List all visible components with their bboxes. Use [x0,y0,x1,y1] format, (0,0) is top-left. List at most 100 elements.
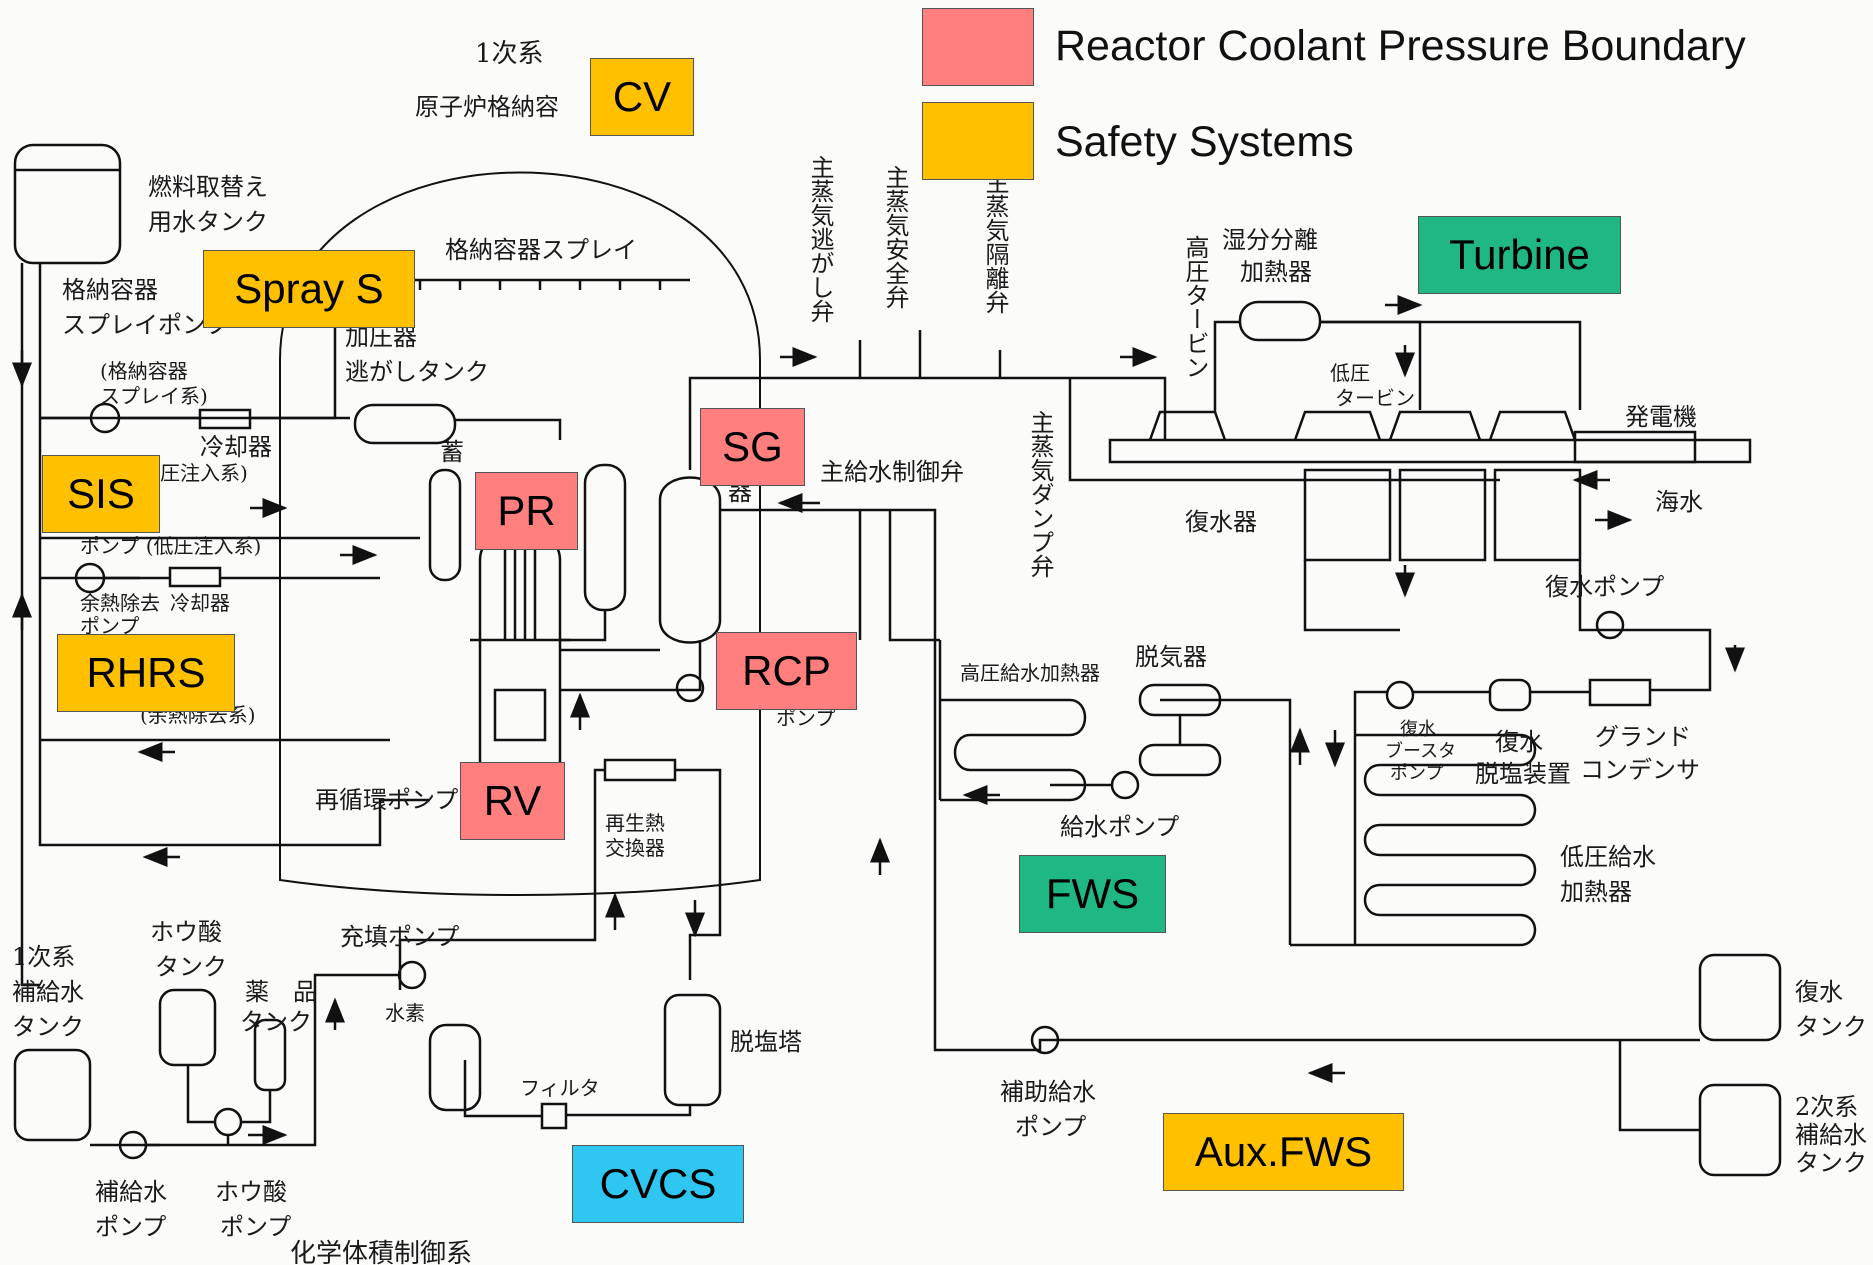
pr-relief-tank [353,403,457,445]
lp-turbine-3 [1488,410,1577,441]
label-containment: 原子炉格納容 [415,93,559,121]
label-pri-makeup-1: 1次系 [12,943,75,971]
condensate-demineralizer [1488,678,1532,712]
label-booster-1: 復水 [1400,719,1436,740]
filter [540,1102,568,1130]
label-ms-dump: 主蒸気ダンプ弁 [1026,410,1054,578]
label-lp-turbine-2: タービン [1335,386,1415,410]
condenser-1 [1303,468,1392,562]
pressurizer [583,463,627,612]
label-regen-hx-1: 再生熱 [605,811,665,835]
label-rhr-pump-1: 余熱除去 [80,591,160,615]
badge-auxfws: Aux.FWS [1163,1113,1404,1191]
feedwater-pump [1110,770,1140,800]
label-demin-1: 復水 [1495,728,1543,756]
secondary-makeup-tank [1698,1083,1782,1177]
label-makeup-pump-1: 補給水 [95,1178,167,1206]
primary-makeup-tank [13,1048,92,1142]
moisture-separator [1238,300,1322,342]
badge-pr: PR [475,472,578,550]
label-boric-pump-1: ホウ酸 [215,1178,287,1206]
label-booster-2: ブースタ [1385,740,1456,762]
label-booster-3: ポンプ [1390,763,1443,784]
label-demin-tower: 脱塩塔 [730,1028,802,1056]
label-cooler-2: 冷却器 [170,591,230,615]
label-hydrogen: 水素 [385,1001,425,1025]
label-generator: 発電機 [1625,403,1697,431]
label-cond-pump: 復水ポンプ [1545,573,1664,601]
label-lp-fw-heater-1: 低圧給水 [1560,843,1656,871]
label-cs-pump-1: 格納容器 [62,276,158,304]
label-hp-turbine: 高圧タービン [1181,235,1209,379]
label-sec-makeup-1: 2次系 [1795,1093,1858,1121]
label-makeup-pump-2: ポンプ [95,1213,166,1241]
label-ms-safety: 主蒸気安全弁 [881,165,909,309]
label-hp-fw-heater: 高圧給水加熱器 [960,661,1100,685]
charging-pump [397,960,427,990]
label-chem-tank-1: 薬 品 [245,978,317,1006]
label-chem-tank-2: タンク [240,1008,312,1036]
label-boric-tank-1: ホウ酸 [150,918,222,946]
badge-sis: SIS [42,455,160,533]
badge-cv: CV [590,58,694,136]
label-accum: 蓄 [440,438,464,466]
label-boric-pump-2: ポンプ [220,1213,291,1241]
label-recirc-pump: 再循環ポンプ [315,786,458,814]
badge-rv: RV [460,762,565,840]
label-rcp-partial: ポンプ [776,706,835,730]
label-demin-2: 脱塩装置 [1475,760,1571,788]
hp-turbine [1148,410,1227,441]
label-ms-relief: 主蒸気逃がし弁 [806,155,834,323]
label-cvcs-title: 化学体積制御系 [290,1239,472,1265]
badge-sg: SG [700,408,805,486]
badge-rhrs: RHRS [57,634,235,712]
label-gland-1: グランド [1595,723,1691,751]
label-gland-2: コンデンサ [1580,756,1700,784]
condenser-3 [1493,468,1582,562]
lp-turbine-2 [1388,410,1482,441]
label-seawater: 海水 [1655,488,1703,516]
lp-turbine-1 [1293,410,1382,441]
badge-turbine: Turbine [1418,216,1621,294]
legend-swatch-safety [922,102,1034,180]
label-deaerator: 脱気器 [1135,643,1207,671]
label-cs-system-1: (格納容器 [100,359,188,383]
steam-generator [658,476,722,644]
label-condenser: 復水器 [1185,508,1257,536]
label-ms-isolation: 主蒸気隔離弁 [981,170,1009,314]
badge-rcp: RCP [716,632,857,710]
regen-hx [603,758,677,782]
turbine-deck [1108,438,1752,464]
label-sec-makeup-3: タンク [1795,1149,1867,1177]
condensate-pump [1595,610,1625,640]
label-mfw-control: 主給水制御弁 [820,458,964,486]
label-regen-hx-2: 交換器 [605,836,665,860]
spray-cooler [198,408,252,430]
label-lp-turbine-1: 低圧 [1330,361,1370,385]
label-aux-fw-pump-1: 補助給水 [1000,1078,1096,1106]
label-moisture-sep-2: 加熱器 [1240,258,1312,286]
aux-feedwater-pump [1030,1025,1060,1055]
legend-swatch-rcpb [922,8,1034,86]
label-cs-header: 格納容器スプレイ [445,236,637,264]
label-hi-inj: 圧注入系) [160,461,248,485]
hp-fw-heater [940,698,1087,802]
label-pr-relief-2: 逃がしタンク [345,358,489,386]
label-moisture-sep-1: 湿分分離 [1222,226,1318,254]
label-primary: 1次系 [475,39,544,69]
label-cs-pump-2: スプレイポンプ [62,311,229,339]
label-charging-pump: 充填ポンプ [340,923,459,951]
label-lp-fw-heater-2: 加熱器 [1560,878,1632,906]
boric-acid-tank [158,988,217,1067]
boric-acid-pump [213,1107,243,1137]
rhr-cooler [168,566,222,588]
reactor-vessel [478,528,562,784]
refueling-water-tank [13,143,122,265]
label-fw-pump: 給水ポンプ [1060,813,1179,841]
badge-fws: FWS [1019,855,1166,933]
rcp-pump [675,673,705,703]
label-pri-makeup-3: タンク [12,1013,84,1041]
label-cooler-1: 冷却器 [200,433,272,461]
containment-spray-pump [89,402,121,434]
